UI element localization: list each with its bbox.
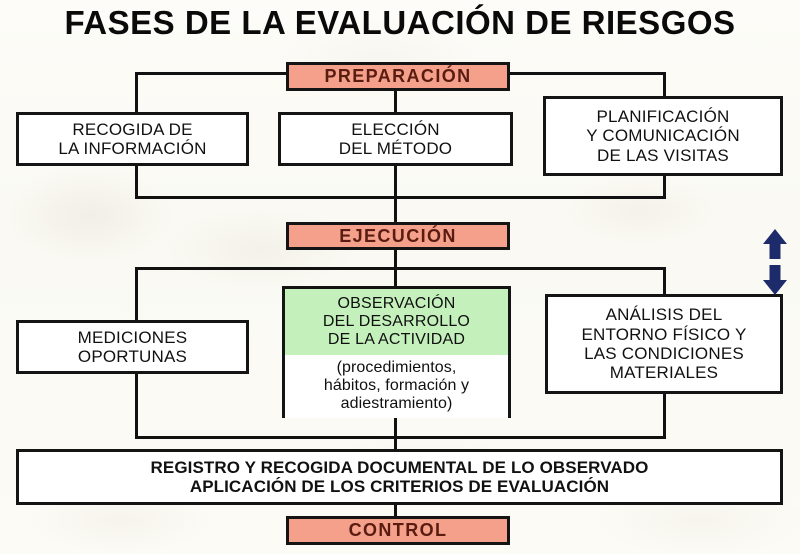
step-line: OPORTUNAS [77,347,188,366]
step-line: ELECCIÓN [351,119,440,139]
step-line: LA INFORMACIÓN [58,139,207,158]
step-box-observacion: OBSERVACIÓN DEL DESARROLLO DE LA ACTIVID… [282,286,511,419]
step-line: hábitos, formación y [323,376,470,394]
step-line: adiestramiento) [340,395,453,413]
step-line: DE LA ACTIVIDAD [327,331,466,349]
connector-recogida-down [135,163,138,199]
step-box-mediciones: MEDICIONES OPORTUNAS [16,320,249,374]
observacion-heading: OBSERVACIÓN DEL DESARROLLO DE LA ACTIVID… [285,289,508,355]
up-down-arrow-icon [763,229,787,295]
connector-mediciones-drop [135,267,138,320]
connector-prep-drop-mid [394,89,397,112]
step-line: DEL MÉTODO [338,139,453,158]
step-line: PLANIFICACIÓN [596,106,730,126]
step-line: DEL DESARROLLO [322,313,471,331]
record-box: REGISTRO Y RECOGIDA DOCUMENTAL DE LO OBS… [16,449,783,505]
connector-analisis-drop [663,267,666,296]
observacion-note: (procedimientos, hábitos, formación y ad… [285,354,508,419]
page-title: FASES DE LA EVALUACIÓN DE RIESGOS [64,4,736,41]
step-box-recogida: RECOGIDA DE LA INFORMACIÓN [16,112,249,166]
step-line: ENTORNO FÍSICO Y [581,324,747,344]
step-box-analisis: ANÁLISIS DEL ENTORNO FÍSICO Y LAS CONDIC… [545,294,783,394]
phase-label-control: CONTROL [348,520,448,541]
step-line: ANÁLISIS DEL [605,305,723,325]
record-line: REGISTRO Y RECOGIDA DOCUMENTAL DE LO OBS… [150,457,649,477]
step-box-planificacion: PLANIFICACIÓN Y COMUNICACIÓN DE LAS VISI… [543,96,783,176]
connector-prep-bus-right [508,72,666,75]
phase-label-preparacion: PREPARACIÓN [324,66,472,87]
step-line: MATERIALES [609,363,719,383]
connector-prep-drop-right [663,72,666,98]
step-line: LAS CONDICIONES [584,344,744,363]
step-line: Y COMUNICACIÓN [586,126,740,146]
connector-record-bus [135,436,666,439]
connector-exec-join-bus [135,196,666,199]
connector-mediciones-down [135,371,138,439]
record-line: APLICACIÓN DE LOS CRITERIOS DE EVALUACIÓ… [189,477,610,496]
step-line: RECOGIDA DE [72,119,193,139]
phase-box-preparacion: PREPARACIÓN [286,62,510,91]
step-box-eleccion: ELECCIÓN DEL MÉTODO [278,112,513,166]
connector-exec-join-stem [394,196,397,223]
step-line: OBSERVACIÓN [337,295,456,312]
connector-exec-split-bus [135,267,666,270]
step-line: MEDICIONES [77,327,188,347]
phase-box-control: CONTROL [286,516,510,545]
connector-prep-bus-left [135,72,288,75]
connector-prep-drop-left [135,72,138,112]
connector-analisis-down [663,391,666,439]
phase-label-ejecucion: EJECUCIÓN [339,225,457,246]
phase-box-ejecucion: EJECUCIÓN [286,222,510,250]
connector-eleccion-down [394,163,397,199]
step-line: (procedimientos, [336,358,457,376]
step-line: DE LAS VISITAS [597,145,729,165]
connector-observacion-drop [394,267,397,288]
